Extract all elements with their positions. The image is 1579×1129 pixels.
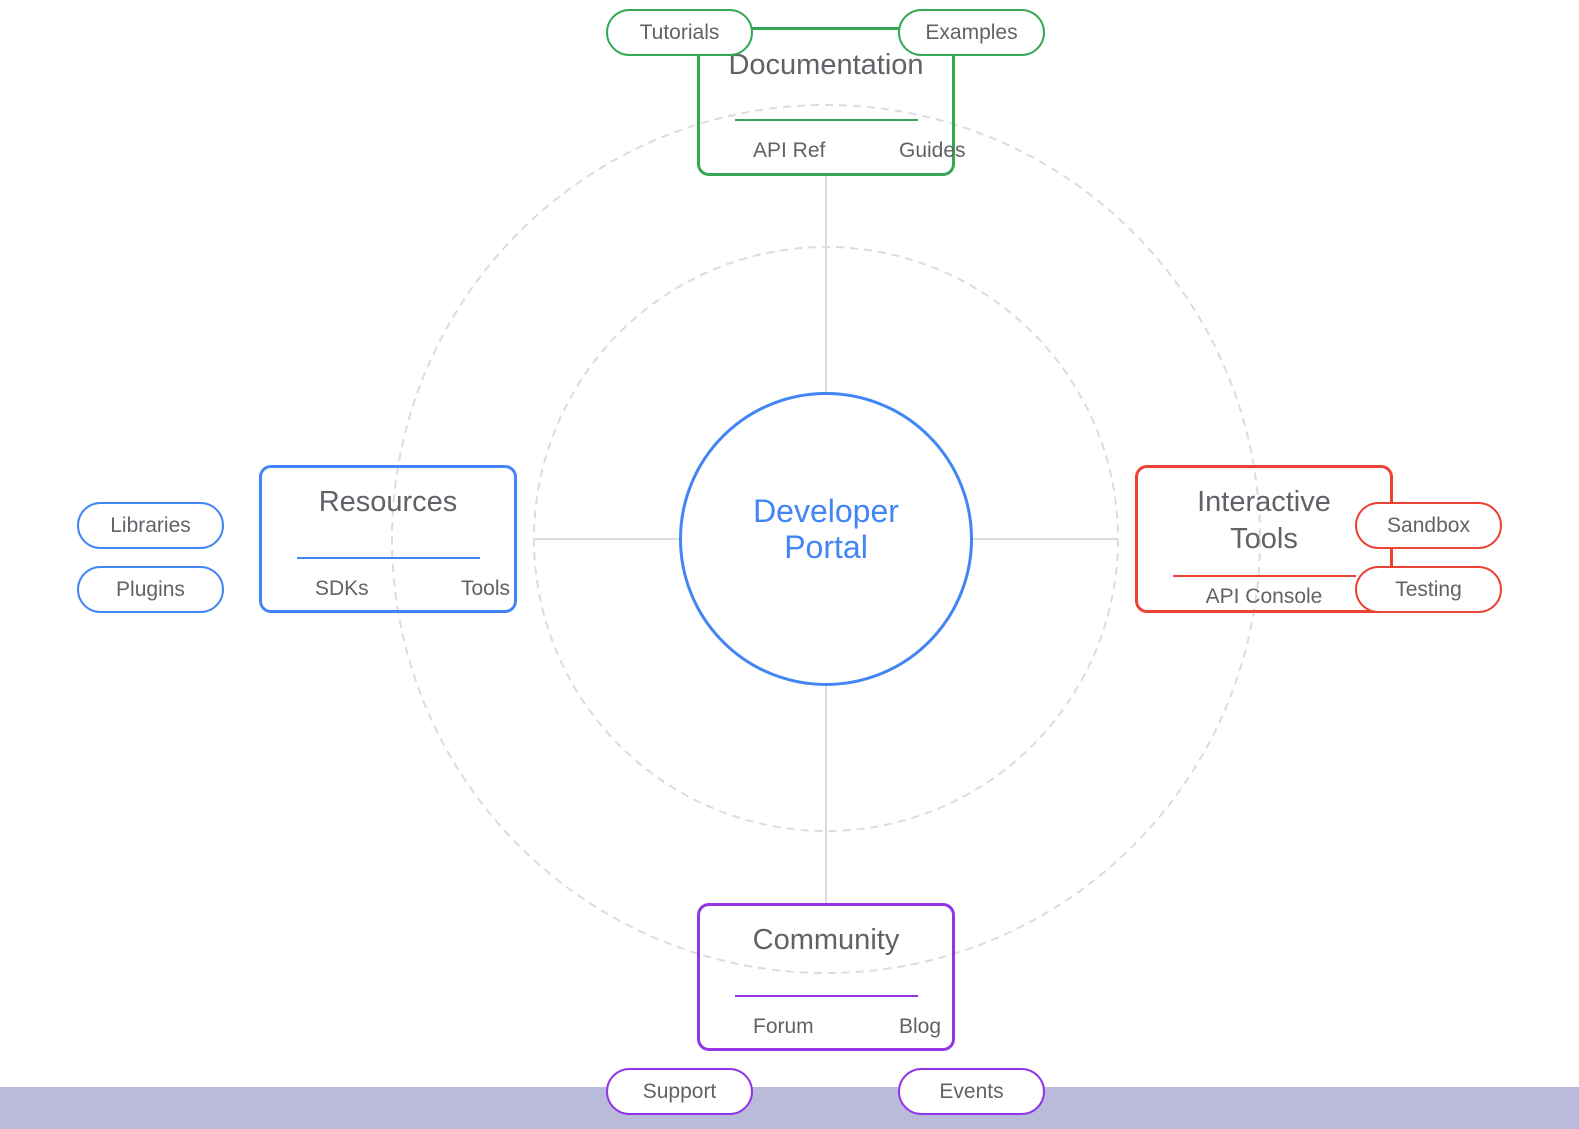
resources-divider xyxy=(297,557,480,559)
interactive-tools-pill-sandbox[interactable]: Sandbox xyxy=(1355,502,1502,549)
interactive-tools-sub-api-console[interactable]: API Console xyxy=(1205,585,1323,608)
documentation-node[interactable]: Documentation API Ref Guides xyxy=(697,27,966,176)
developer-portal-hub[interactable]: Developer Portal xyxy=(679,392,973,686)
hub-title-line2: Portal xyxy=(784,529,868,565)
hub-title-line1: Developer xyxy=(753,493,899,529)
community-pill-support[interactable]: Support xyxy=(606,1068,753,1115)
community-title: Community xyxy=(752,924,900,956)
resources-pill-plugins[interactable]: Plugins xyxy=(77,566,224,613)
documentation-divider xyxy=(735,119,918,121)
documentation-pill-examples[interactable]: Examples xyxy=(898,9,1045,56)
resources-node[interactable]: Resources SDKs Tools xyxy=(259,465,517,613)
resources-sub-tools[interactable]: Tools xyxy=(461,577,511,600)
documentation-sub-api-ref[interactable]: API Ref xyxy=(753,139,826,162)
community-node[interactable]: Community Forum Blog xyxy=(697,903,955,1051)
interactive-tools-title-line1: Interactive xyxy=(1197,486,1331,518)
resources-title: Resources xyxy=(318,486,458,518)
documentation-sub-guides[interactable]: Guides xyxy=(899,139,966,162)
documentation-title: Documentation xyxy=(728,49,924,81)
resources-sub-sdks[interactable]: SDKs xyxy=(315,577,369,600)
interactive-tools-pill-testing[interactable]: Testing xyxy=(1355,566,1502,613)
outer-ring xyxy=(391,104,1261,974)
resources-pill-libraries[interactable]: Libraries xyxy=(77,502,224,549)
documentation-pill-tutorials[interactable]: Tutorials xyxy=(606,9,753,56)
community-sub-forum[interactable]: Forum xyxy=(753,1015,814,1038)
community-pill-events[interactable]: Events xyxy=(898,1068,1045,1115)
interactive-tools-title-line2: Tools xyxy=(1230,523,1298,555)
footer-bar xyxy=(0,1087,1579,1129)
interactive-tools-divider xyxy=(1173,575,1356,577)
community-divider xyxy=(735,995,918,997)
community-sub-blog[interactable]: Blog xyxy=(899,1015,942,1038)
